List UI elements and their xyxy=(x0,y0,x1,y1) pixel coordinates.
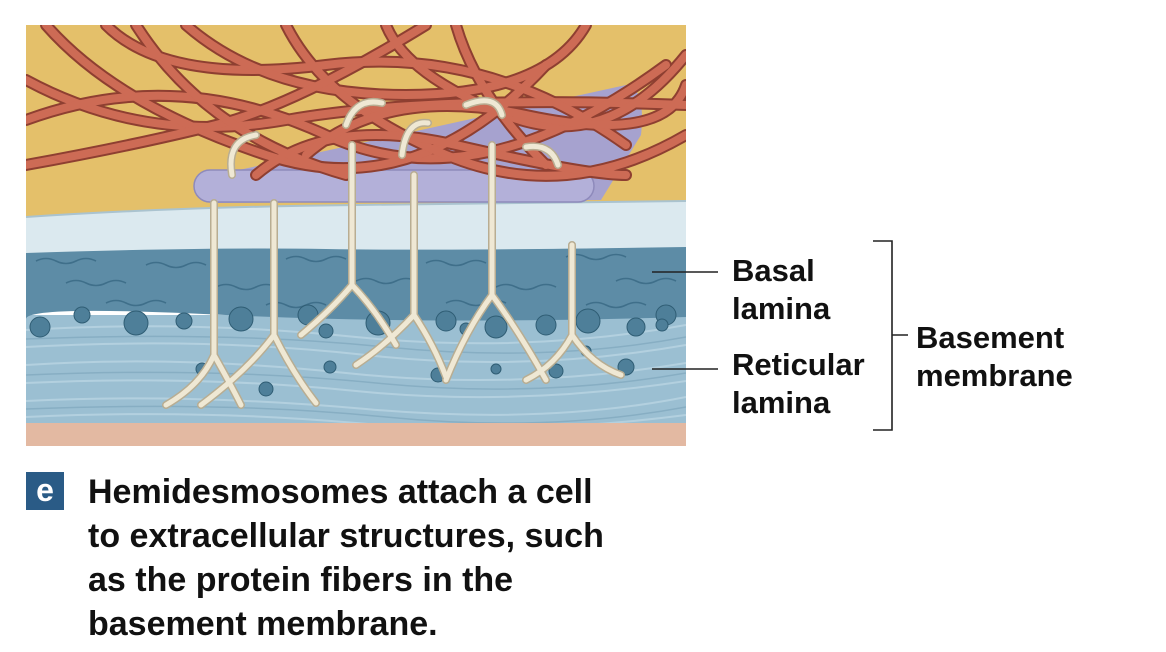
basal-lamina-label: Basal lamina xyxy=(732,253,831,326)
panel-letter-badge: e xyxy=(26,472,64,510)
figure-caption: Hemidesmosomes attach a cell to extracel… xyxy=(88,470,708,646)
reticular-lamina-label: Reticular lamina xyxy=(732,347,865,420)
connective-tissue-base xyxy=(26,423,686,446)
keratin-fibers xyxy=(26,25,686,182)
caption-line: as the protein fibers in the xyxy=(88,561,514,599)
basement-membrane-bracket xyxy=(873,240,908,431)
hemidesmosome-illustration xyxy=(26,25,686,446)
basement-membrane-label: Basement membrane xyxy=(916,320,1073,393)
caption-line: basement membrane. xyxy=(88,605,438,643)
caption-line: Hemidesmosomes attach a cell xyxy=(88,473,593,511)
caption-line: to extracellular structures, such xyxy=(88,517,604,555)
anchoring-fibers xyxy=(162,96,625,409)
